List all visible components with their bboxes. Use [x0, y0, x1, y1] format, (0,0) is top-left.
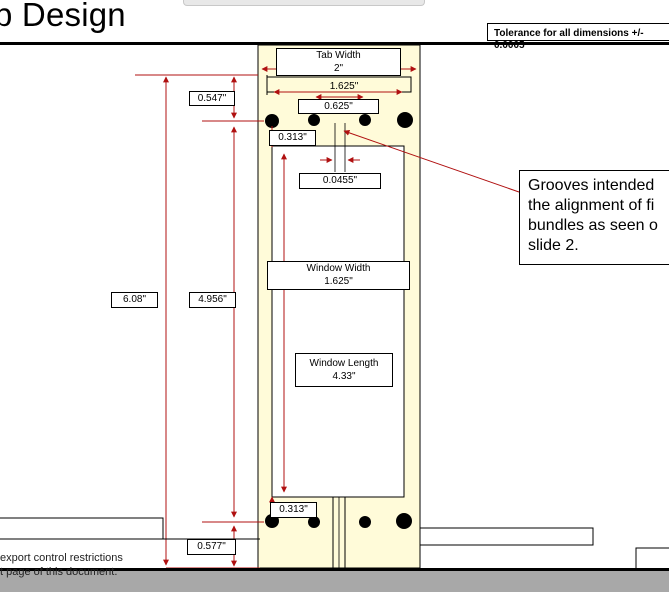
callout-line-2: the alignment of fi [528, 197, 655, 214]
hole-bottom-4 [396, 513, 412, 529]
bottom-offset-label: 0.577" [187, 539, 236, 555]
tolerance-line-2: 0.0005 [494, 40, 525, 51]
callout-line-4: slide 2. [528, 237, 579, 254]
footer-box-3 [419, 527, 594, 546]
window-width-value: 1.625" [324, 276, 353, 287]
window-width-box: Window Width 1.625" [267, 261, 410, 290]
window-outline [271, 145, 405, 498]
groove-span-label: 1.625" [329, 81, 359, 92]
window-width-label: Window Width [306, 263, 371, 274]
inner-length-label: 4.956" [189, 292, 236, 308]
tolerance-note: Tolerance for all dimensions +/- 0.0005 [487, 23, 669, 51]
groove-inner-span-label: 0.625" [298, 99, 379, 114]
hole-offset-bottom-label: 0.313" [270, 502, 317, 518]
hole-bottom-2 [308, 516, 320, 528]
footer-box-2 [0, 539, 163, 553]
title-rule [0, 42, 669, 45]
window-tab-strip [183, 0, 425, 6]
footer-line-2: t page of this document. [0, 566, 118, 578]
hole-offset-top-label: 0.313" [269, 130, 316, 146]
window-bottom-bar [0, 571, 669, 592]
top-offset-label: 0.547" [189, 91, 235, 106]
hole-top-3 [359, 114, 371, 126]
groove-callout: Grooves intended the alignment of fi bun… [519, 170, 669, 265]
callout-line-1: Grooves intended [528, 177, 655, 194]
tab-width-box: Tab Width 2" [276, 48, 401, 76]
tab-width-value: 2" [333, 63, 344, 74]
footer-box-1 [0, 517, 164, 540]
hole-top-4 [397, 112, 413, 128]
hole-top-2 [308, 114, 320, 126]
window-length-label: Window Length [309, 358, 379, 369]
window-length-value: 4.33" [332, 371, 356, 382]
tolerance-line-1: Tolerance for all dimensions +/- [494, 28, 644, 39]
hole-top-1 [265, 114, 279, 128]
hole-bottom-3 [359, 516, 371, 528]
footer-line-1: export control restrictions [0, 552, 123, 564]
page-title: b Design [0, 0, 126, 33]
window-length-box: Window Length 4.33" [295, 353, 393, 387]
tab-width-label: Tab Width [316, 50, 361, 61]
groove-width-label: 0.0455" [299, 173, 381, 189]
footer-box-4 [635, 547, 669, 571]
total-length-label: 6.08" [111, 292, 158, 308]
page-bottom-rule [0, 568, 669, 571]
callout-line-3: bundles as seen o [528, 217, 658, 234]
